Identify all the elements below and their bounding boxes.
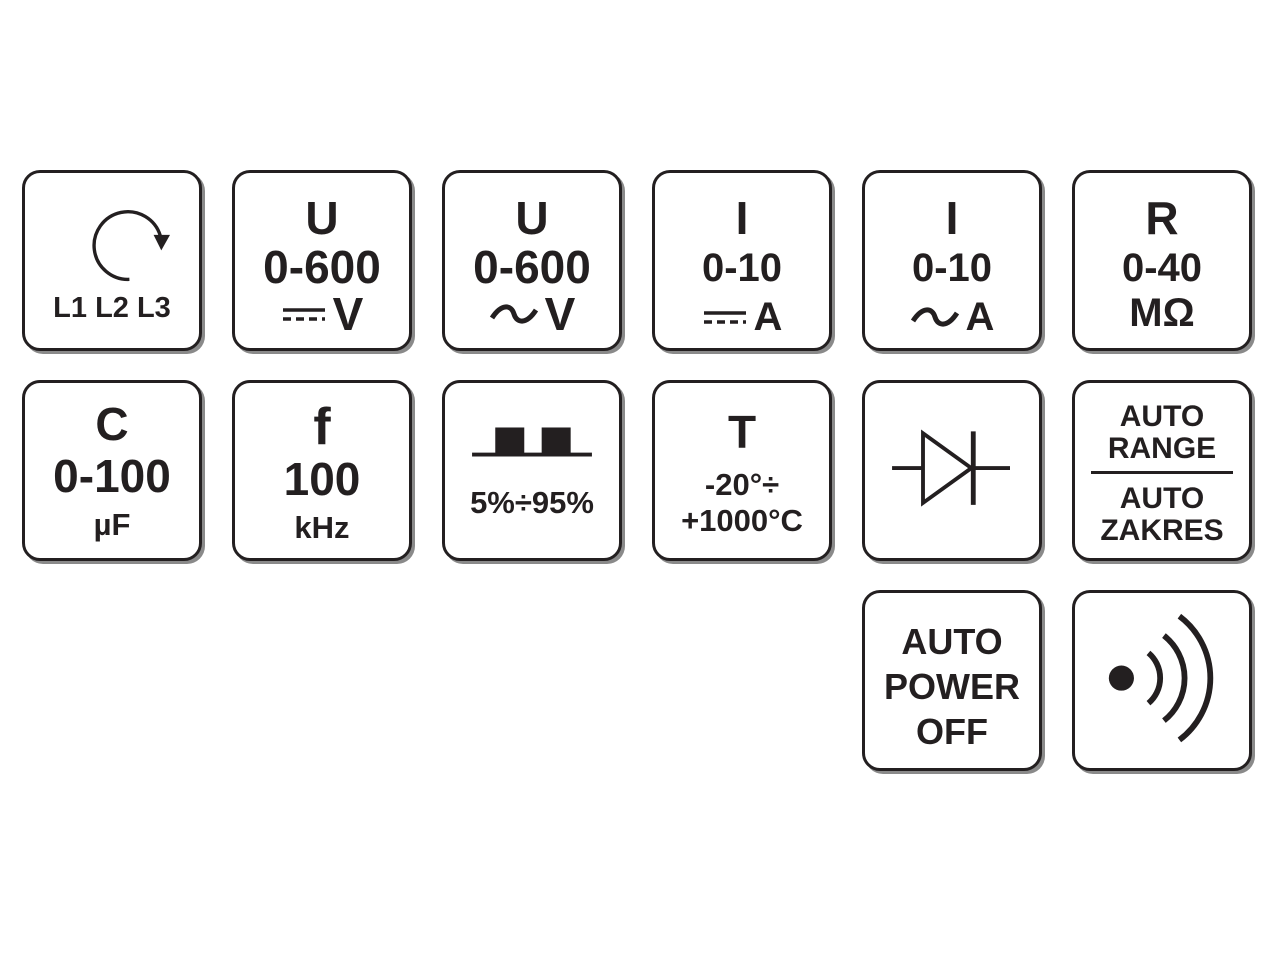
ac-symbol-icon bbox=[489, 304, 538, 324]
unit-label: V bbox=[544, 288, 576, 340]
auto-range-line4: ZAKRES bbox=[1100, 514, 1224, 547]
auto-range-line2: RANGE bbox=[1107, 432, 1217, 465]
dc-current-tile: I 0-10 A bbox=[652, 170, 832, 351]
unit-label: µF bbox=[93, 507, 131, 542]
range-min: -20°÷ bbox=[704, 467, 780, 502]
range-value: 5%÷95% bbox=[470, 485, 594, 520]
unit-label: A bbox=[965, 295, 995, 339]
pulse-wave-icon bbox=[472, 427, 592, 457]
frequency-tile: f 100 kHz bbox=[232, 380, 412, 561]
unit-row: V bbox=[445, 291, 619, 337]
phase-rotation-tile: L1 L2 L3 bbox=[22, 170, 202, 351]
quantity-symbol: R bbox=[1145, 192, 1179, 244]
unit-label: kHz bbox=[294, 510, 350, 545]
phase-labels: L1 L2 L3 bbox=[53, 292, 171, 324]
auto-range-tile: AUTO RANGE AUTO ZAKRES bbox=[1072, 380, 1252, 561]
quantity-symbol: I bbox=[735, 192, 749, 244]
range-value: 0-10 bbox=[701, 246, 783, 290]
temperature-tile: T -20°÷ +1000°C bbox=[652, 380, 832, 561]
sound-wave-icon bbox=[1108, 613, 1214, 743]
dc-symbol-icon bbox=[703, 311, 746, 324]
rotation-arrow-icon bbox=[92, 210, 170, 282]
divider-line bbox=[1091, 471, 1233, 474]
ac-current-tile: I 0-10 A bbox=[862, 170, 1042, 351]
duty-cycle-tile: 5%÷95% bbox=[442, 380, 622, 561]
range-value: 0-10 bbox=[911, 246, 993, 290]
auto-range-line1: AUTO bbox=[1119, 400, 1205, 433]
range-value: 100 bbox=[283, 453, 361, 505]
quantity-symbol: U bbox=[515, 192, 549, 244]
dc-symbol-icon bbox=[282, 308, 325, 321]
quantity-symbol: U bbox=[305, 192, 339, 244]
unit-row: V bbox=[235, 291, 409, 337]
unit-label: V bbox=[332, 288, 364, 340]
unit-row: A bbox=[655, 297, 829, 337]
range-value: 0-100 bbox=[53, 450, 171, 502]
auto-range-line3: AUTO bbox=[1119, 482, 1205, 515]
capacitance-tile: C 0-100 µF bbox=[22, 380, 202, 561]
ac-voltage-tile: U 0-600 V bbox=[442, 170, 622, 351]
unit-label: MΩ bbox=[1129, 291, 1195, 335]
resistance-tile: R 0-40 MΩ bbox=[1072, 170, 1252, 351]
diode-icon bbox=[892, 429, 1010, 507]
auto-power-off-line1: AUTO bbox=[901, 621, 1003, 662]
unit-row: A bbox=[865, 297, 1039, 337]
continuity-tile bbox=[1072, 590, 1252, 771]
range-value: 0-40 bbox=[1121, 246, 1203, 290]
range-value: 0-600 bbox=[263, 241, 381, 293]
dc-voltage-tile: U 0-600 V bbox=[232, 170, 412, 351]
range-max: +1000°C bbox=[681, 503, 803, 538]
auto-power-off-line3: OFF bbox=[916, 711, 988, 752]
quantity-symbol: f bbox=[313, 398, 331, 456]
quantity-symbol: C bbox=[95, 398, 129, 450]
quantity-symbol: I bbox=[945, 192, 959, 244]
auto-power-off-line2: POWER bbox=[883, 666, 1020, 707]
diode-tile bbox=[862, 380, 1042, 561]
ac-symbol-icon bbox=[910, 307, 959, 327]
unit-label: A bbox=[753, 295, 783, 339]
auto-power-off-tile: AUTO POWER OFF bbox=[862, 590, 1042, 771]
quantity-symbol: T bbox=[727, 406, 757, 458]
range-value: 0-600 bbox=[473, 241, 591, 293]
